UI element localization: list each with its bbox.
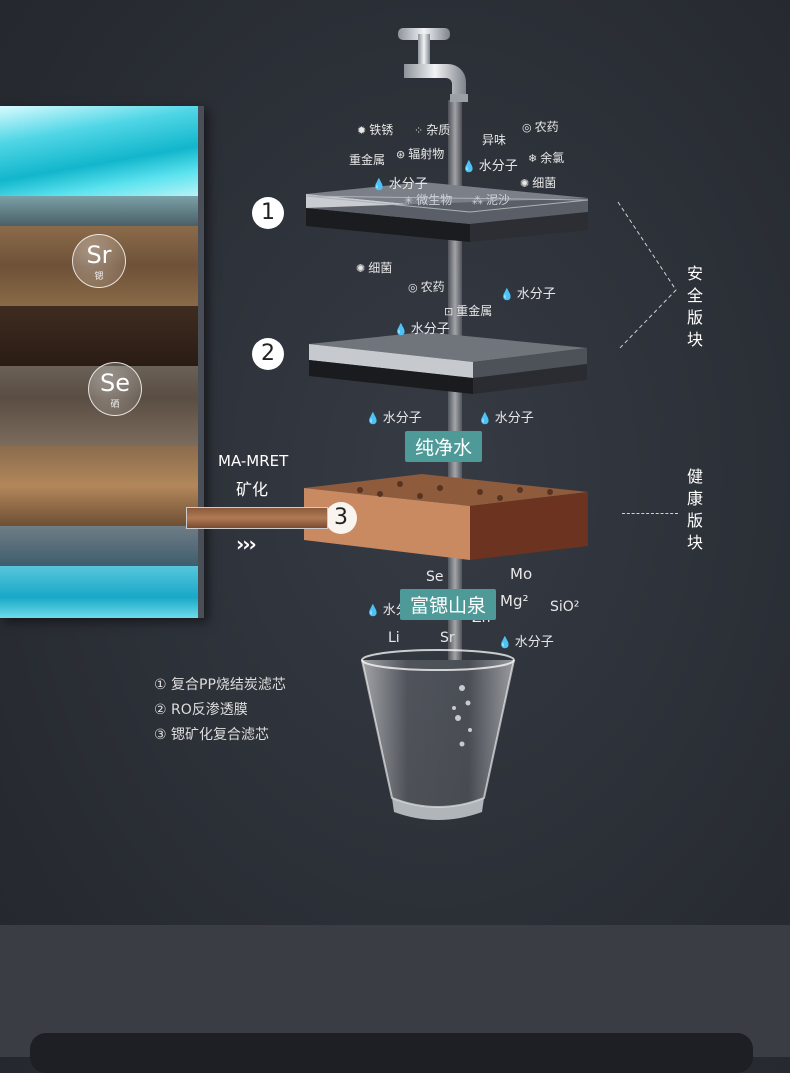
filter-block-2 [309,332,587,394]
tag-water-after-ro-2: 💧水分子 [478,411,534,426]
droplet-icon: 💧 [462,160,476,173]
tag-odor: 异味 [482,133,507,147]
element-sr: Sr [440,630,455,646]
step-3-badge: 3 [325,502,357,534]
tag-rust: ✹铁锈 [357,123,394,137]
faucet-icon [398,28,468,102]
safe-module-label: 安全版块 [686,264,703,349]
pesticide-icon: ◎ [408,281,418,294]
tag-impurity: ⁘杂质 [414,123,451,137]
tag-pesticide: ◎农药 [522,120,559,134]
droplet-icon: 💧 [366,604,380,617]
tag-water-right: 💧水分子 [498,635,554,650]
tag-water-after-ro-1: 💧水分子 [366,411,422,426]
tag-heavy-metal: 重金属 [349,153,386,167]
element-li: Li [388,630,400,646]
mineral-bubble-se: Se 硒 [88,362,142,416]
tag-water-molecule-3: 💧水分子 [500,287,556,302]
element-mo: Mo [510,565,533,583]
bottom-card [30,1033,753,1073]
pesticide-icon: ◎ [522,121,532,134]
heavy-metal-icon: ⊡ [444,305,454,318]
impurity-icon: ⁘ [414,124,424,137]
element-sio2: SiO² [550,599,580,615]
bacteria-icon: ✺ [356,262,366,275]
tag-water-molecule: 💧水分子 [462,159,518,174]
tag-radiation: ⊛辐射物 [396,147,445,161]
health-module-label: 健康版块 [686,467,703,552]
tag-heavy-metal-2: ⊡重金属 [444,304,493,318]
droplet-icon: 💧 [500,288,514,301]
droplet-icon: 💧 [372,178,386,191]
mineralize-subtitle: 矿化 [236,480,269,499]
legend-item-2: ② RO反渗透膜 [154,702,248,718]
safe-bracket [617,201,677,351]
sand-icon: ⁂ [472,194,483,207]
flow-arrows: ››› [236,532,257,556]
droplet-icon: 💧 [394,323,408,336]
soil-strata-panel: Sr 锶 Se 硒 [0,106,204,618]
tag-pesticide-2: ◎农药 [408,280,445,294]
rust-icon: ✹ [357,124,367,137]
spring-water-label: 富锶山泉 [400,589,497,620]
tag-water-molecule-4: 💧水分子 [394,322,450,337]
radiation-icon: ⊛ [396,148,406,161]
tag-water-molecule-2: 💧水分子 [372,177,428,192]
tag-sand: ⁂泥沙 [472,193,511,207]
tag-bacteria-2: ✺细菌 [356,261,393,275]
tag-bacteria: ✺细菌 [520,176,557,190]
legend-item-3: ③ 锶矿化复合滤芯 [154,727,270,743]
droplet-icon: 💧 [478,412,492,425]
step-1-badge: 1 [252,197,284,229]
mineral-pipe [186,507,328,529]
legend-item-1: ① 复合PP烧结炭滤芯 [154,677,286,693]
tag-chlorine: ❄余氯 [528,151,565,165]
bacteria-icon: ✺ [520,177,530,190]
droplet-icon: 💧 [498,636,512,649]
glass-icon [361,649,515,820]
microbe-icon: ✳ [404,194,414,207]
step-2-badge: 2 [252,338,284,370]
droplet-icon: 💧 [366,412,380,425]
tag-microbe: ✳微生物 [404,193,453,207]
chlorine-icon: ❄ [528,152,538,165]
pure-water-label: 纯净水 [405,431,483,462]
element-mg: Mg² [500,592,529,610]
filter-block-1 [305,182,589,242]
mineral-bubble-sr: Sr 锶 [72,234,126,288]
health-connector [622,513,678,514]
mineralize-title: MA-MRET [218,452,289,470]
element-se: Se [426,569,444,585]
